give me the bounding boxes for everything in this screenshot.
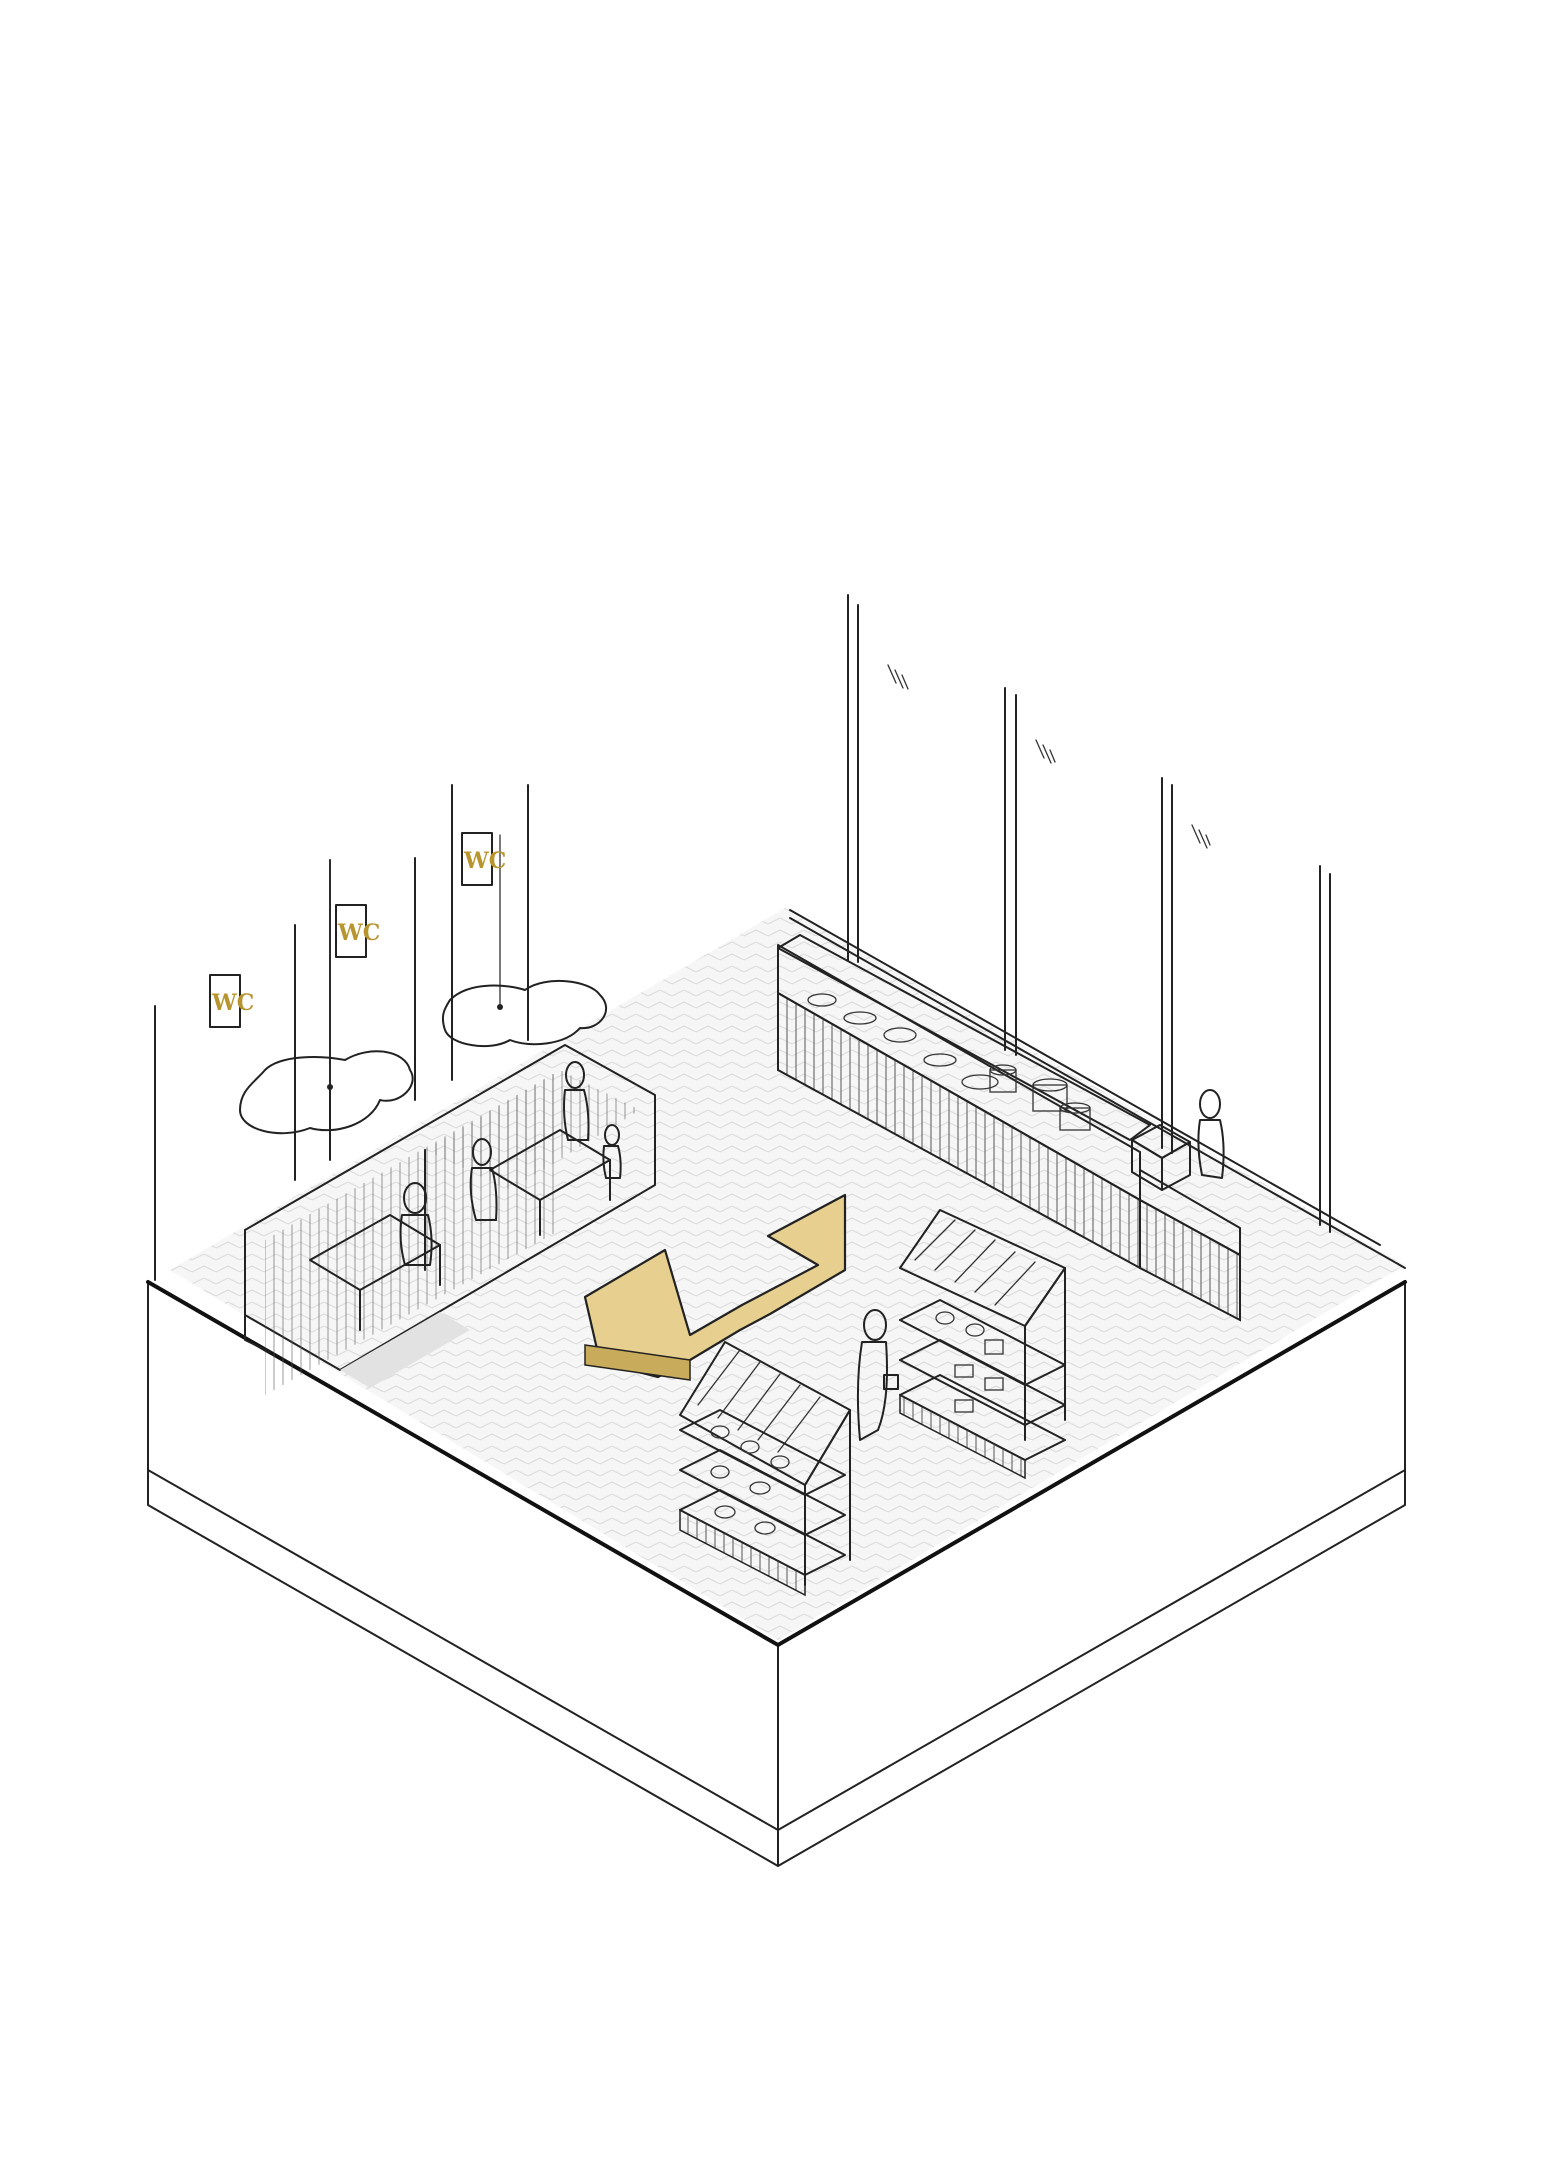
wc-sign-1: WC (209, 974, 254, 1028)
seated-person-2 (469, 1138, 498, 1221)
wc-sign-2: WC (335, 904, 380, 958)
glass-wall (789, 594, 1406, 1269)
produce-stand-back (899, 1209, 1066, 1480)
coffee-machine (1131, 1124, 1191, 1191)
staff-person (1197, 1089, 1225, 1179)
pendant-lamp-right (441, 834, 607, 1048)
shopper-person (856, 1309, 899, 1441)
wc-sign-3-text: WC (463, 848, 506, 874)
display-counter (777, 934, 1241, 1322)
seated-child (602, 1124, 622, 1179)
seated-person-1 (399, 1182, 433, 1266)
floor (146, 908, 1407, 1648)
direction-arrow (583, 1193, 847, 1381)
pastry-display (807, 993, 1091, 1131)
produce-stand-front (679, 1341, 851, 1597)
wc-sign-2-text: WC (337, 920, 380, 946)
wc-sign-3: WC (461, 832, 506, 886)
pendant-lamp-left (239, 859, 414, 1135)
seated-person-3 (563, 1061, 590, 1141)
booth-seating (244, 1044, 656, 1395)
shopping-basket (883, 1374, 899, 1390)
wc-sign-1-text: WC (211, 990, 254, 1016)
